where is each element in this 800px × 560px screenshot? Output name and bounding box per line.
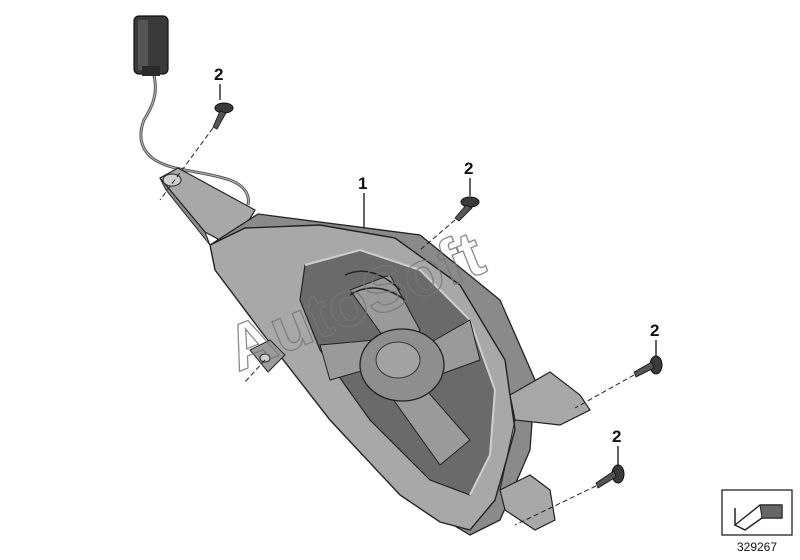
cable-connector (133, 15, 250, 206)
screw-top-center (454, 196, 480, 222)
right-bracket (499, 371, 591, 531)
mounting-arm (159, 167, 256, 246)
assembly-lines (159, 127, 635, 526)
reference-number: 329267 (736, 540, 778, 554)
callout-screw-top-center: 2 (464, 159, 473, 178)
lower-left-mount (249, 339, 286, 373)
callout-leaders (219, 84, 657, 465)
fan-impeller (319, 270, 481, 466)
callout-screw-right-upper: 2 (650, 321, 659, 340)
callout-fan: 1 (358, 174, 367, 193)
screw-top-left (212, 102, 234, 130)
screw-right-lower (595, 464, 625, 489)
screw-right-upper (633, 355, 663, 378)
arrow-corner-icon (721, 489, 793, 536)
callout-screw-top-left: 2 (214, 65, 223, 84)
callout-screw-right-lower: 2 (612, 427, 621, 446)
